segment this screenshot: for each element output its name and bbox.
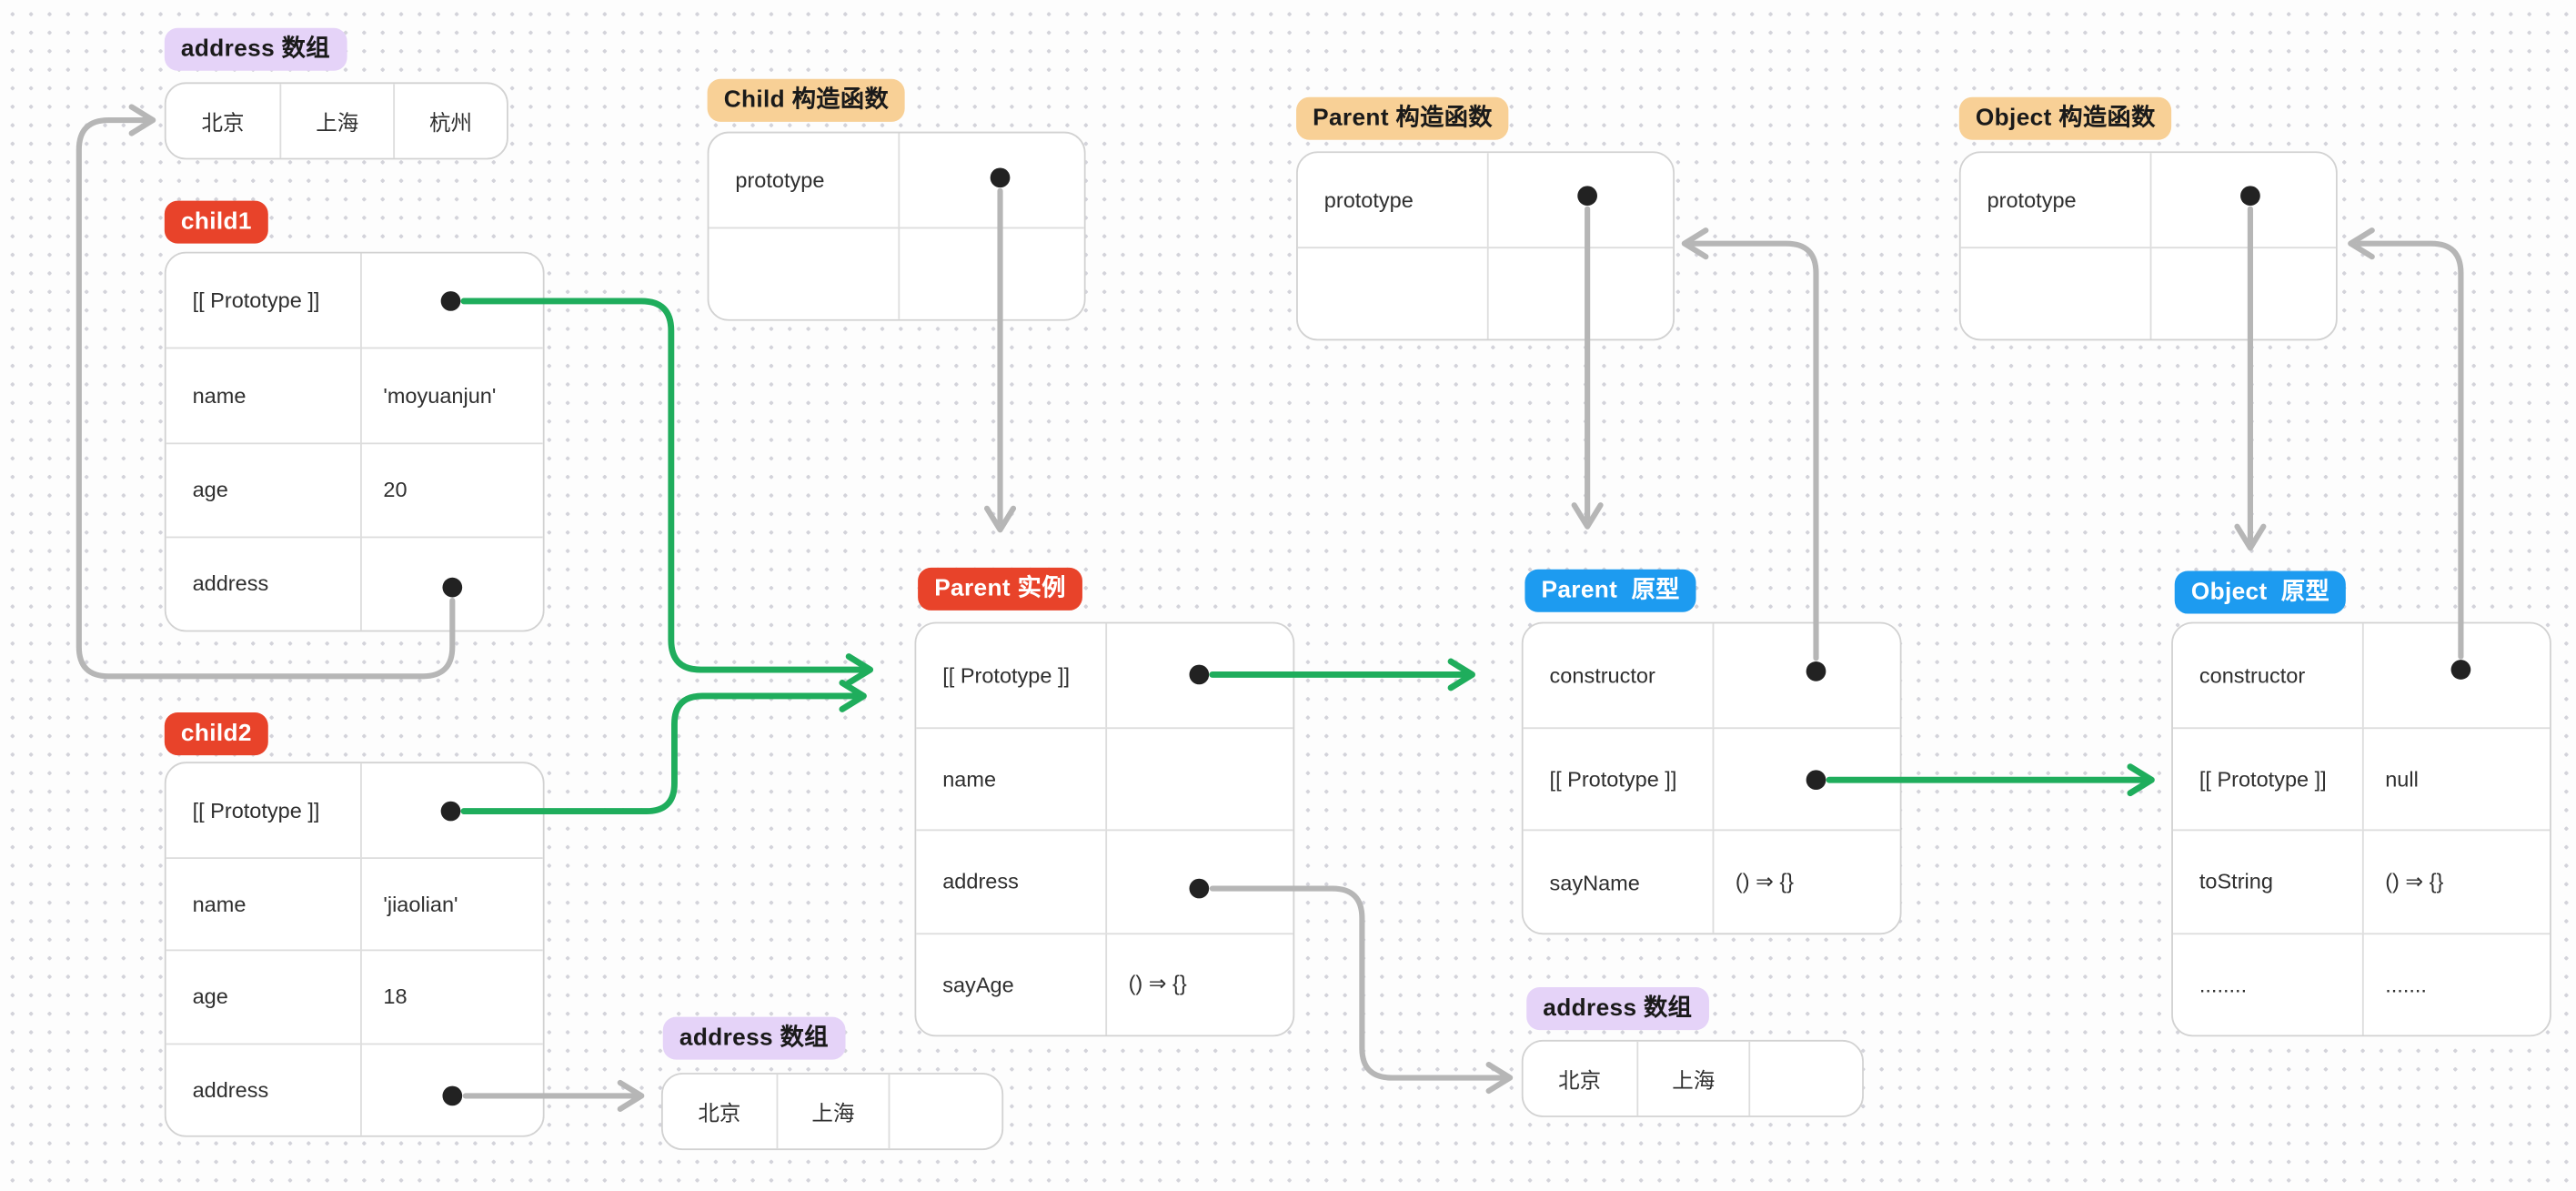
label-child-constructor: Child 构造函数 — [707, 78, 906, 121]
row-key: name — [166, 856, 361, 949]
row-value — [1486, 246, 1674, 339]
array-cell: 北京 — [1558, 1067, 1602, 1093]
row-key: ........ — [2172, 932, 2362, 1035]
label-parent-constructor: Parent 构造函数 — [1296, 96, 1509, 139]
row-key: address — [916, 829, 1106, 932]
row-value: null — [2361, 726, 2551, 830]
array-cell: 上海 — [775, 1074, 889, 1149]
address-array-top-table: 北京 上海 杭州 — [164, 82, 508, 160]
object-constructor-table: prototype — [1958, 151, 2338, 341]
row-value: 'jiaolian' — [360, 856, 543, 950]
row-key: name — [916, 726, 1106, 829]
row-value: () ⇒ {} — [1105, 932, 1293, 1035]
row-key — [1960, 246, 2150, 338]
label-address-array-top: address 数组 — [164, 27, 347, 70]
parent-instance-table: [[ Prototype ]] name address sayAge () ⇒… — [914, 621, 1295, 1037]
label-address-array-bottom-left: address 数组 — [662, 1016, 845, 1059]
array-cell — [1748, 1041, 1862, 1116]
row-value — [898, 133, 1083, 227]
row-value: () ⇒ {} — [2361, 829, 2551, 933]
row-value: () ⇒ {} — [1712, 830, 1900, 934]
arrow-object-prototype-constructor-to-object-constructor — [2348, 227, 2464, 660]
row-key: [[ Prototype ]] — [2172, 726, 2362, 829]
row-key: sayAge — [916, 932, 1106, 1035]
row-key — [709, 226, 899, 319]
row-key: [[ Prototype ]] — [192, 288, 320, 313]
label-object-constructor: Object 构造函数 — [1958, 96, 2172, 139]
row-value — [1712, 623, 1900, 727]
row-key: [[ Prototype ]] — [192, 797, 320, 823]
parent-constructor-table: prototype — [1296, 151, 1675, 341]
row-value — [898, 226, 1084, 319]
child1-table: [[ Prototype ]] name 'moyuanjun' age 20 … — [164, 251, 545, 632]
row-value — [360, 1042, 543, 1135]
array-cell: 上海 — [279, 84, 393, 158]
label-object-prototype: Object 原型 — [2174, 570, 2347, 613]
row-value — [360, 536, 543, 631]
row-value — [1105, 829, 1293, 933]
array-cell: 北京 — [698, 1100, 741, 1125]
row-key: prototype — [1323, 187, 1414, 212]
row-key: name — [166, 348, 361, 442]
row-key: constructor — [2199, 662, 2306, 688]
row-key: constructor — [1549, 662, 1655, 688]
row-value — [360, 763, 543, 857]
row-key: [[ Prototype ]] — [1523, 726, 1713, 830]
label-parent-instance: Parent 实例 — [918, 567, 1082, 611]
row-key: prototype — [1987, 187, 2077, 212]
child-constructor-table: prototype — [707, 131, 1086, 321]
row-value: 20 — [360, 441, 543, 537]
row-value: 18 — [360, 949, 543, 1043]
row-key: [[ Prototype ]] — [942, 662, 1071, 688]
array-cell: 北京 — [201, 110, 245, 136]
label-child2: child2 — [164, 712, 268, 755]
row-key: address — [166, 536, 361, 631]
row-key — [1297, 246, 1487, 338]
address-array-bottom-left-table: 北京 上海 — [660, 1073, 1004, 1151]
row-value — [1105, 726, 1293, 830]
array-cell: 杭州 — [393, 84, 507, 158]
object-prototype-table: constructor [[ Prototype ]] null toStrin… — [2171, 621, 2551, 1037]
row-value — [2149, 246, 2336, 339]
row-key: address — [166, 1042, 361, 1135]
row-value — [2149, 153, 2336, 247]
label-child1: child1 — [164, 200, 268, 243]
row-key: toString — [2172, 829, 2362, 932]
row-value — [1712, 726, 1900, 831]
row-value: ....... — [2361, 932, 2551, 1035]
row-value: 'moyuanjun' — [360, 348, 543, 442]
child2-table: [[ Prototype ]] name 'jiaolian' age 18 a… — [164, 762, 545, 1137]
label-address-array-bottom-right: address 数组 — [1526, 987, 1709, 1030]
parent-prototype-table: constructor [[ Prototype ]] sayName () ⇒… — [1521, 621, 1902, 935]
row-value — [2361, 623, 2550, 727]
label-parent-prototype: Parent 原型 — [1524, 569, 1696, 611]
row-value — [1486, 153, 1673, 247]
address-array-bottom-right-table: 北京 上海 — [1521, 1039, 1864, 1117]
row-value — [360, 253, 543, 348]
row-key: age — [166, 949, 361, 1042]
arrow-parent-prototype-constructor-to-parent-constructor — [1681, 227, 1819, 661]
row-key: age — [166, 441, 361, 537]
row-value — [1105, 623, 1293, 727]
array-cell — [889, 1074, 1001, 1149]
row-key: sayName — [1523, 830, 1713, 933]
array-cell: 上海 — [1635, 1041, 1749, 1116]
row-key: prototype — [735, 167, 825, 193]
